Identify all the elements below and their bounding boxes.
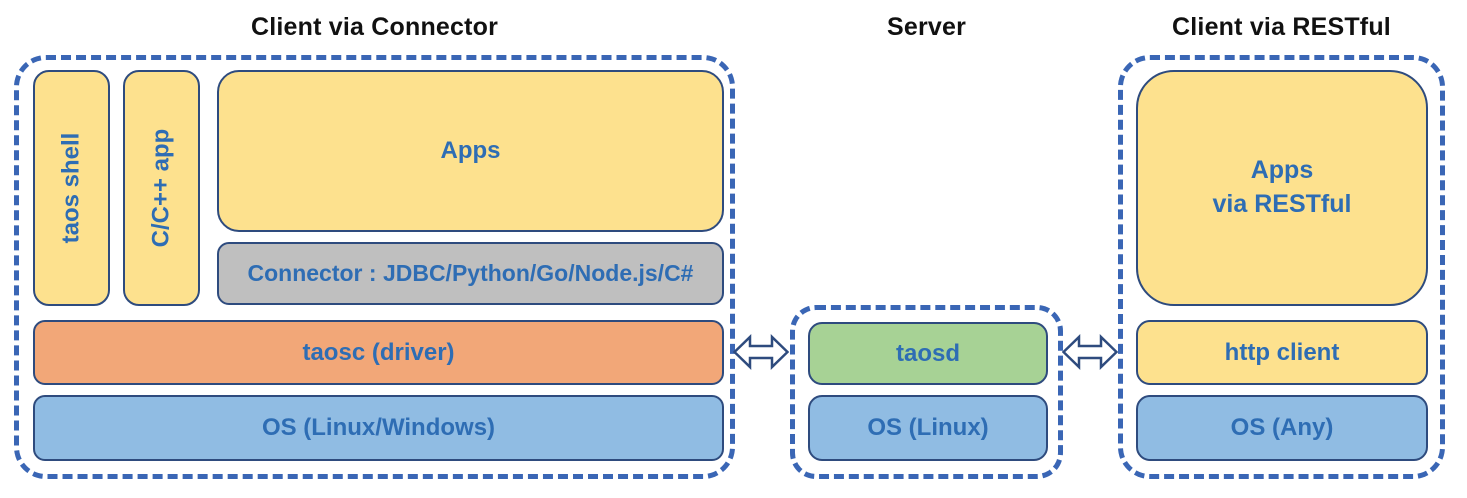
double-arrow-icon [1062, 334, 1118, 370]
taosd-box: taosd [808, 322, 1048, 385]
taosd-label: taosd [895, 339, 960, 367]
server-group-border [790, 305, 1063, 479]
apps-box: Apps [217, 70, 724, 232]
os-linux-box: OS (Linux) [808, 395, 1048, 461]
apps-via-restful-box: Apps via RESTful [1136, 70, 1428, 306]
os-any-label: OS (Any) [1230, 414, 1334, 441]
os-linux-windows-label: OS (Linux/Windows) [261, 414, 496, 441]
taosc-driver-box: taosc (driver) [33, 320, 724, 385]
section-title-server: Server [886, 13, 967, 41]
os-linux-label: OS (Linux) [867, 414, 989, 441]
os-linux-windows-box: OS (Linux/Windows) [33, 395, 724, 461]
cpp-app-box: C/C++ app [123, 70, 200, 306]
cpp-app-label: C/C++ app [147, 128, 175, 248]
http-client-label: http client [1224, 338, 1340, 366]
double-arrow-icon [733, 334, 789, 370]
connector-label: Connector : JDBC/Python/Go/Node.js/C# [247, 260, 694, 286]
os-any-box: OS (Any) [1136, 395, 1428, 461]
http-client-box: http client [1136, 320, 1428, 385]
client-connector-group-border [14, 55, 735, 479]
taosc-driver-label: taosc (driver) [302, 338, 455, 366]
taos-shell-label: taos shell [57, 132, 85, 244]
section-title-client-connector: Client via Connector [250, 13, 499, 41]
client-restful-group-border [1118, 55, 1445, 479]
connector-box: Connector : JDBC/Python/Go/Node.js/C# [217, 242, 724, 305]
apps-label: Apps [440, 137, 501, 164]
apps-via-restful-label: Apps via RESTful [1212, 156, 1352, 218]
taos-shell-box: taos shell [33, 70, 110, 306]
section-title-client-restful: Client via RESTful [1172, 13, 1391, 41]
